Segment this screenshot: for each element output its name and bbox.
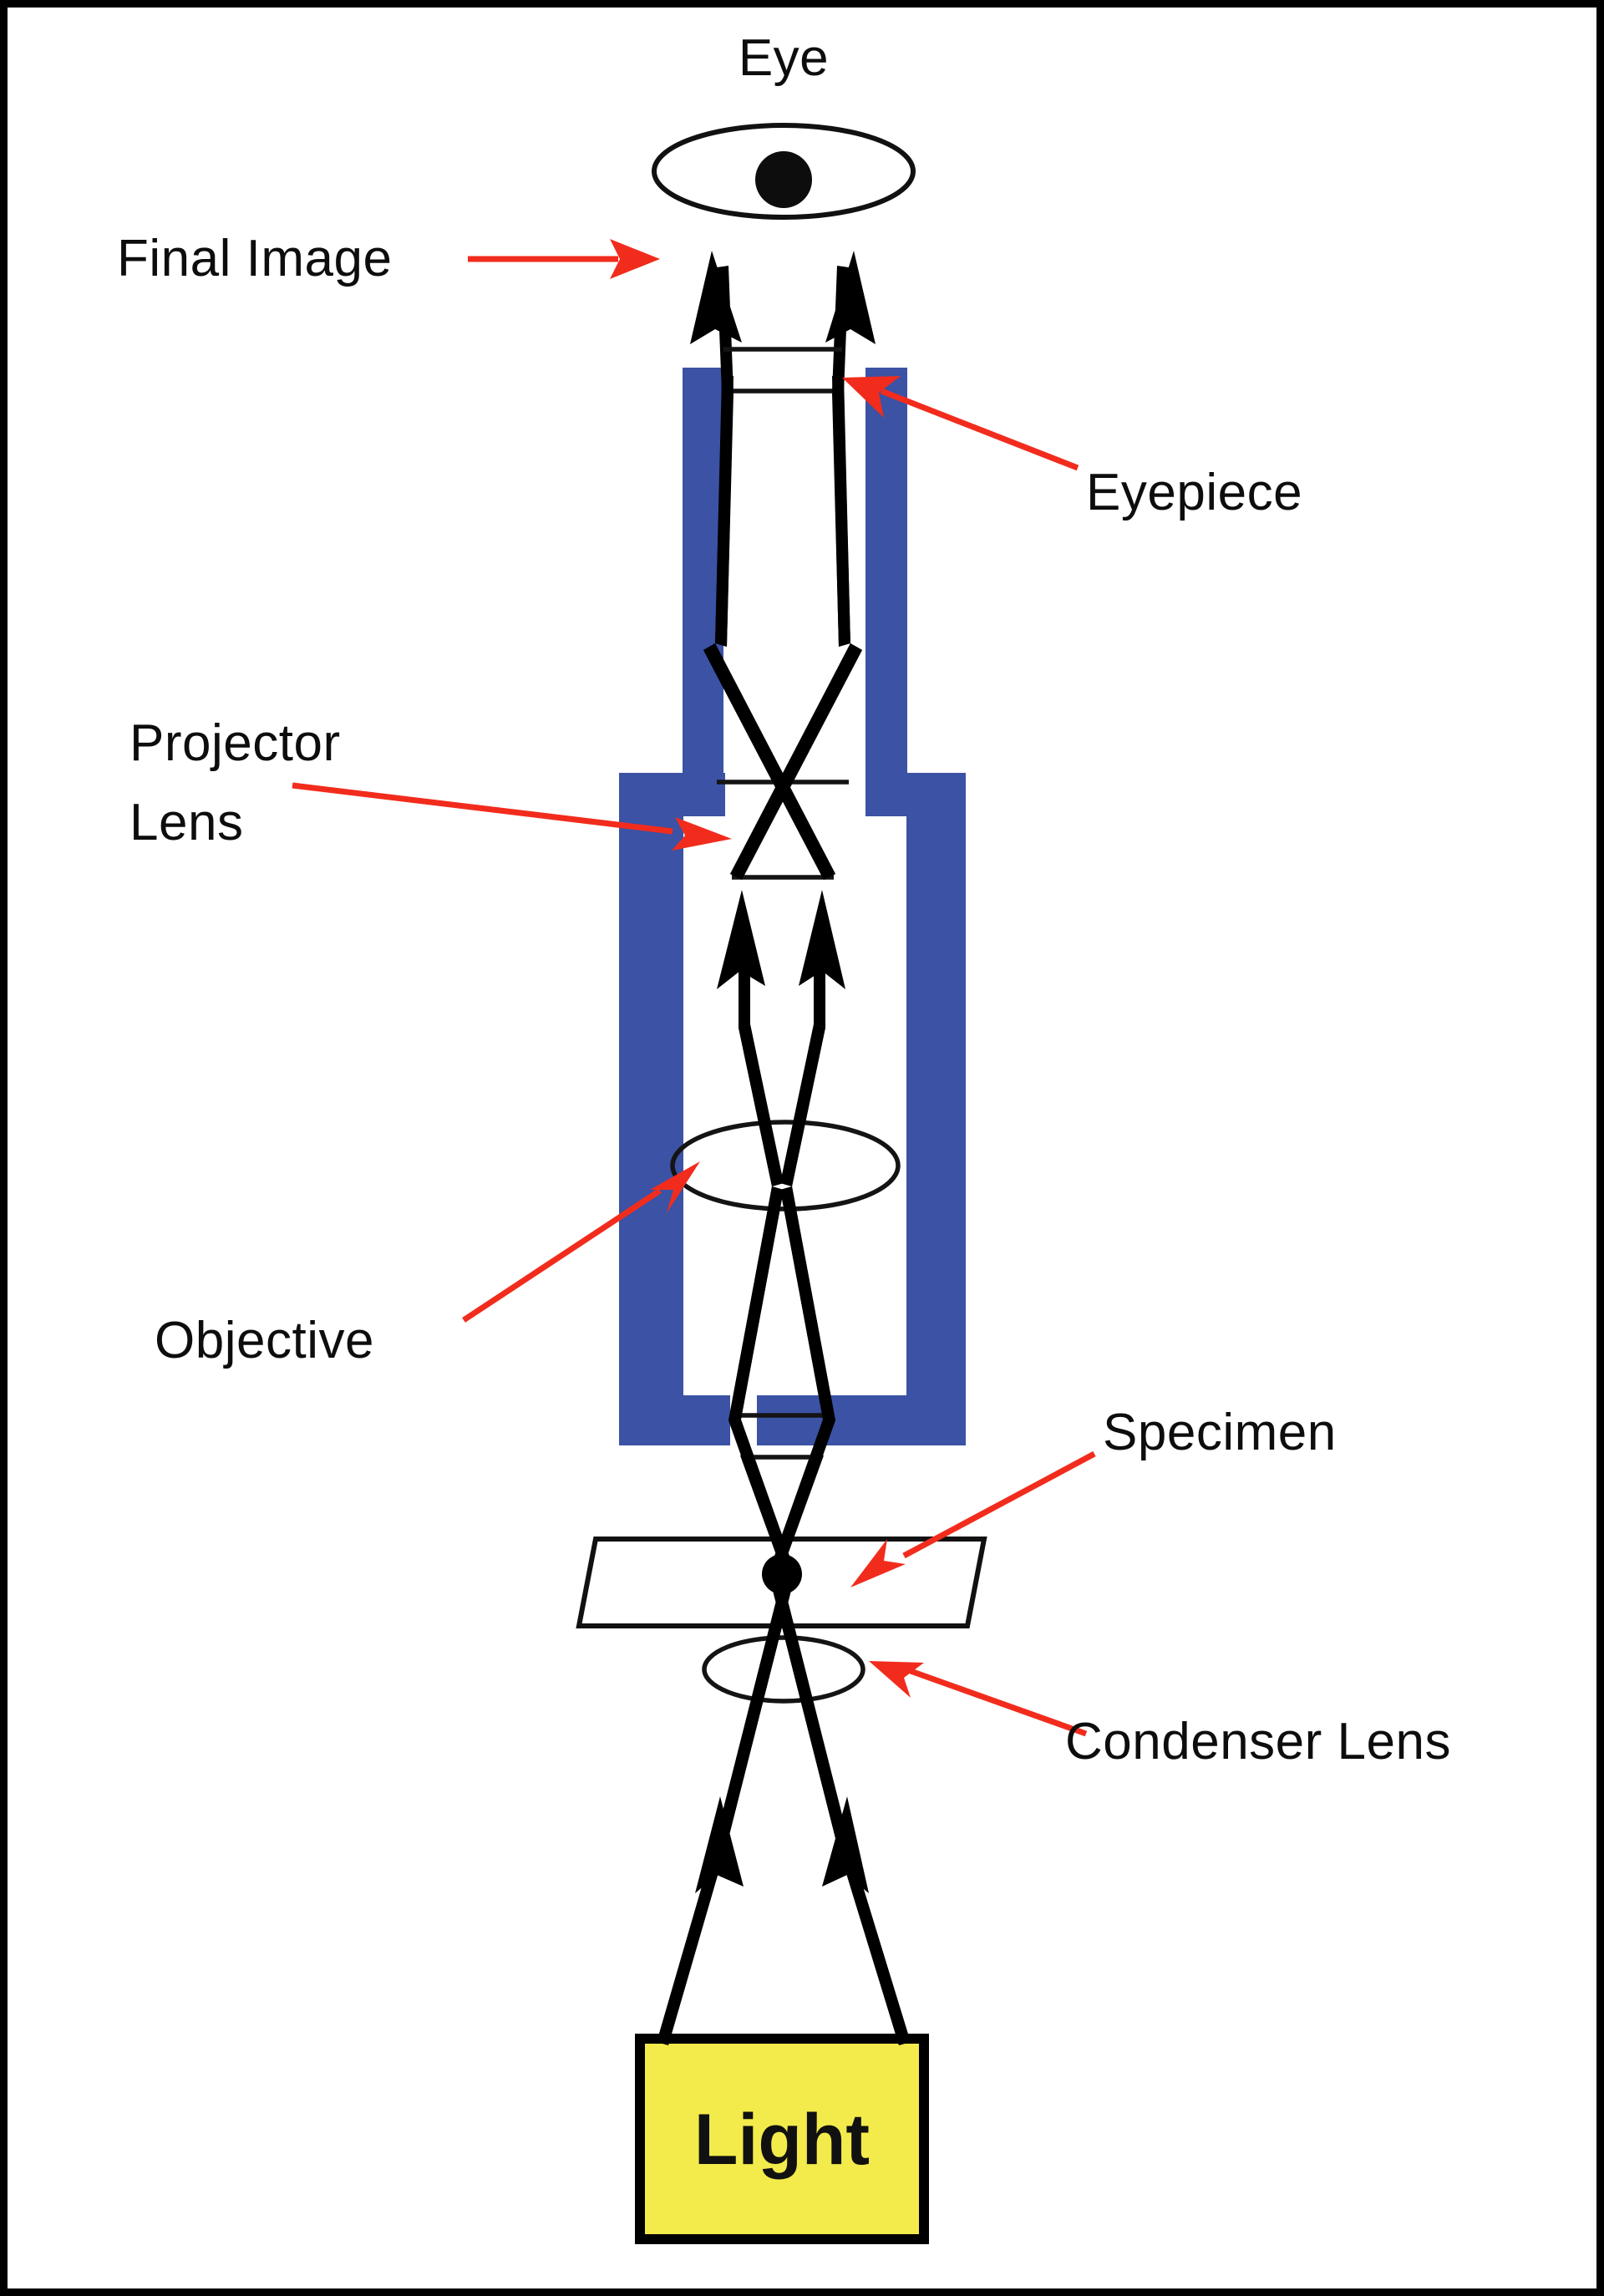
ray-overlay-to-objective-left [728, 1186, 784, 1424]
objective-pointer-line [462, 1188, 662, 1323]
specimen-label: Specimen [1103, 1404, 1337, 1461]
ray-overlay-objective-right [780, 1024, 825, 1186]
objective-pointer-arrowhead [650, 1161, 700, 1213]
ray-overlay [703, 376, 862, 1838]
specimen-pointer-arrowhead [850, 1539, 906, 1587]
eye-pupil [755, 151, 812, 208]
projector-lens-label-line1: Projector [129, 714, 341, 772]
microscope-tube-body [619, 368, 966, 1445]
ray-overlay-projector-left [730, 643, 862, 880]
eyepiece-pointer-line [880, 388, 1079, 471]
final-image-left-arrowhead [690, 251, 742, 344]
objective-label: Objective [155, 1312, 374, 1369]
ray-overlay-objective-left [739, 1024, 784, 1186]
ray-projector-left-arrowhead [717, 890, 765, 989]
ray-overlay-to-objective-right [780, 1186, 835, 1424]
eyepiece-pointer [842, 376, 1079, 471]
condenser-lens-pointer [869, 1661, 1088, 1737]
ray-overlay-condenser-left [717, 1577, 794, 1838]
specimen-pointer [850, 1450, 1096, 1587]
tube-upper-right-wall [865, 368, 907, 773]
final-image-pointer-arrowhead [610, 239, 660, 279]
eyepiece-pointer-arrowhead [842, 376, 901, 418]
ray-overlay-projector-right [703, 643, 835, 880]
eyepiece-label: Eyepiece [1086, 464, 1302, 521]
tube-bottom-right [757, 1395, 966, 1445]
ray-overlay-specimen-right [770, 1452, 824, 1571]
objective-pointer [462, 1161, 700, 1323]
intermediate-lens [735, 1413, 830, 1460]
condenser-lens-label: Condenser Lens [1065, 1713, 1451, 1770]
projector-lens-pointer-line [292, 782, 673, 835]
projector-lens-pointer-arrowhead [672, 817, 732, 851]
tube-left-shoulder [683, 773, 725, 816]
final-image-pointer [468, 239, 660, 279]
light-source-rect [635, 2034, 929, 2244]
condenser-lens-ellipse [702, 1635, 865, 1704]
tube-lower-left-wall [619, 773, 683, 1445]
final-image-right-arrowhead [825, 251, 876, 344]
light-source-label: Light [694, 2100, 870, 2180]
ray-light-left-arrowhead [695, 1796, 744, 1893]
ray-overlay-eyepiece-left [715, 376, 733, 647]
tube-lower-right-wall [906, 773, 966, 1445]
tube-right-shoulder [865, 773, 907, 816]
eye-outline [652, 123, 916, 220]
ray-projector-right-arrowhead [799, 890, 845, 989]
eyepiece-lens [723, 347, 842, 394]
light-source-box: Light [635, 2034, 929, 2244]
projector-lens-label-line2: Lens [129, 794, 243, 851]
tube-upper-left-wall [683, 368, 723, 773]
condenser-lens-pointer-arrowhead [869, 1661, 924, 1698]
ray-overlay-condenser-right [770, 1577, 847, 1838]
specimen-pointer-line [902, 1450, 1096, 1559]
projector-lens-pointer [292, 782, 732, 851]
ray-overlay-eyepiece-right [832, 376, 850, 647]
eye-symbol [652, 123, 916, 220]
tube-bottom-left [619, 1395, 730, 1445]
ray-light-right [835, 1835, 911, 2045]
condenser-lens-pointer-line [909, 1668, 1088, 1737]
eye-label: Eye [739, 29, 829, 87]
ray-light-left [657, 1835, 728, 2045]
ray-light-right-arrowhead [822, 1796, 869, 1893]
final-image-label: Final Image [117, 230, 392, 287]
